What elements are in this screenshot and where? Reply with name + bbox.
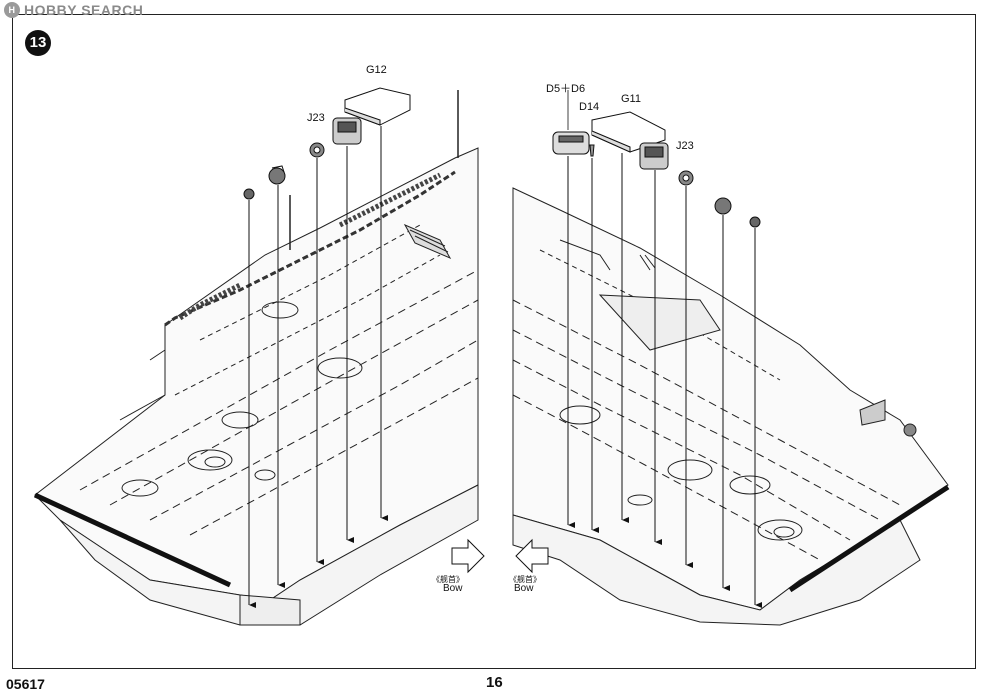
label-d5-d6: D5＋D6	[546, 83, 586, 95]
right-bow-arrow-icon	[515, 538, 549, 574]
right-hull-underside	[512, 514, 921, 626]
left-bow-arrow-icon	[451, 538, 485, 574]
right-hull-half	[512, 187, 950, 626]
hobby-search-logo-icon: H	[4, 2, 20, 18]
left-parts	[243, 87, 411, 200]
product-code: 05617	[6, 676, 45, 692]
left-arrows	[248, 126, 388, 608]
bow-label-left-en: Bow	[443, 583, 463, 594]
watermark: H HOBBY SEARCH	[4, 2, 143, 18]
step-number-badge: 13	[25, 30, 51, 56]
label-j23-right: J23	[676, 140, 694, 152]
page-number: 16	[486, 674, 503, 691]
part-turret-right	[714, 197, 732, 215]
part-turret-left	[268, 167, 286, 185]
right-parts	[552, 111, 761, 228]
label-g11: G11	[621, 93, 641, 105]
watermark-text: HOBBY SEARCH	[24, 2, 144, 18]
part-d14	[589, 144, 595, 157]
left-hull-half	[33, 90, 479, 626]
right-deck-edge-stripe	[788, 484, 950, 593]
right-arrows	[567, 153, 762, 608]
left-deck-edge-stripe	[33, 492, 232, 588]
label-j23-left: J23	[307, 112, 325, 124]
part-small-right	[749, 216, 761, 228]
page-border	[12, 14, 976, 669]
label-g12: G12	[366, 64, 387, 76]
bow-label-left-zh: 《舰首》	[432, 575, 464, 584]
bow-label-right-en: Bow	[514, 583, 534, 594]
bow-label-right-zh: 《舰首》	[509, 575, 541, 584]
part-small-left	[243, 188, 255, 200]
label-d14: D14	[579, 101, 600, 113]
part-d5-d6	[552, 131, 590, 155]
